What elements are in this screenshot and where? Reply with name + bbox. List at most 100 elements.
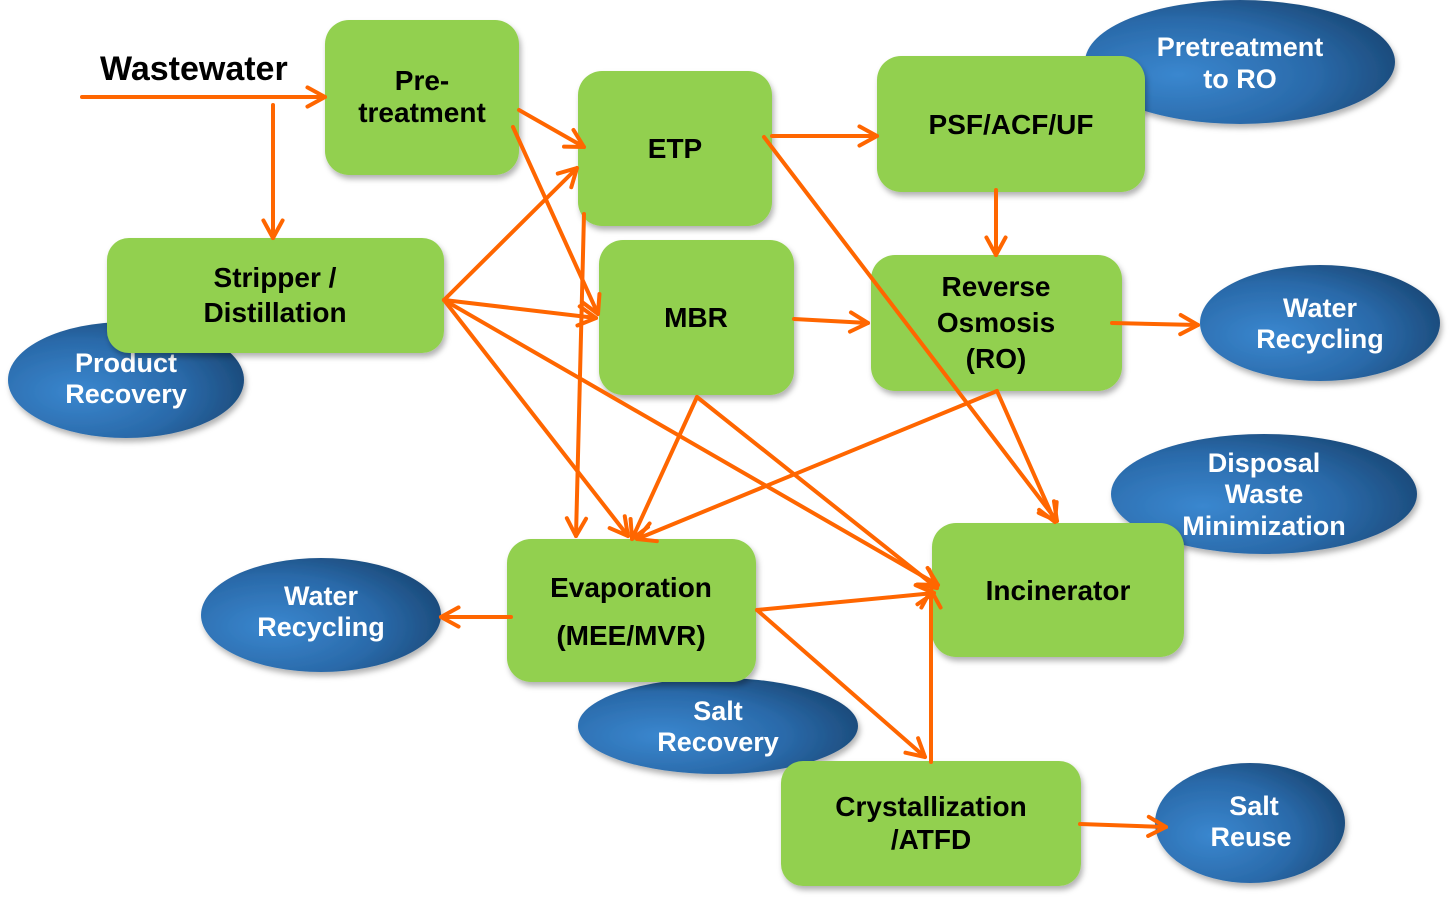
box-label-line: Evaporation	[550, 572, 712, 603]
box-label-line: treatment	[358, 97, 486, 128]
ellipse-label-line: to RO	[1203, 64, 1277, 94]
ellipse-shape	[1155, 763, 1345, 883]
arrow-psf-acf-uf-to-ro	[984, 188, 1008, 257]
box-shape	[781, 761, 1081, 886]
arrowhead-icon	[575, 304, 598, 328]
ellipse-pretreatment-to-ro[interactable]: Pretreatment to RO	[1085, 0, 1395, 124]
arrow-crystallization-to-incinerator	[919, 588, 943, 764]
arrowhead-icon	[857, 124, 879, 148]
arrowhead-icon	[261, 218, 285, 240]
arrow-line	[755, 608, 927, 759]
box-label-line: Distillation	[203, 297, 346, 328]
arrowhead-icon	[903, 736, 927, 759]
arrowhead-icon	[1178, 313, 1200, 337]
ellipse-label-line: Recovery	[657, 727, 779, 757]
ellipse-water-recycling-ro[interactable]: Water Recycling	[1200, 265, 1440, 381]
box-label-line: Osmosis	[937, 307, 1055, 338]
box-shape	[932, 523, 1184, 657]
arrow-line	[630, 395, 699, 541]
ellipse-label-line: Recycling	[1256, 324, 1384, 354]
ellipse-water-recycling-evaporation[interactable]: Water Recycling	[201, 558, 441, 672]
arrow-wastewater-to-stripper	[261, 103, 285, 240]
arrowhead-icon	[607, 514, 630, 538]
box-evaporation[interactable]: Evaporation (MEE/MVR)	[507, 539, 756, 682]
box-label-line: (RO)	[966, 343, 1027, 374]
ellipse-label-line: Salt	[1229, 791, 1279, 821]
ellipse-label-line: Disposal	[1208, 448, 1321, 478]
ellipse-shape	[1111, 434, 1417, 554]
arrow-line	[442, 166, 579, 302]
ellipse-salt-reuse[interactable]: Salt Reuse	[1155, 763, 1345, 883]
arrow-line	[995, 389, 1057, 524]
box-shape	[599, 240, 794, 395]
process-nodes: Pre- treatment ETP PSF/ACF/UF Stripper /…	[107, 20, 1184, 886]
arrow-ro-to-water-recycling-ro	[1110, 313, 1200, 337]
box-label-line: /ATFD	[891, 824, 971, 855]
arrow-line	[442, 298, 630, 538]
arrowhead-icon	[1037, 500, 1059, 524]
box-reverse-osmosis[interactable]: Reverse Osmosis (RO)	[871, 255, 1122, 391]
box-shape	[507, 539, 756, 682]
box-shape	[578, 71, 772, 226]
ellipse-label-line: Waste	[1225, 479, 1304, 509]
arrowhead-icon	[919, 588, 943, 610]
box-label-line: Crystallization	[835, 791, 1026, 822]
arrow-etp-to-psf-acf-uf	[770, 124, 879, 148]
arrow-line	[762, 135, 1059, 523]
arrow-stripper-to-etp	[442, 166, 579, 302]
box-label-line: PSF/ACF/UF	[929, 109, 1094, 140]
ellipse-salt-recovery[interactable]: Salt Recovery	[578, 678, 858, 774]
arrow-crystallization-to-salt-reuse	[1078, 814, 1168, 838]
arrow-wastewater-to-pretreatment	[80, 85, 327, 109]
ellipse-label-line: Recovery	[65, 379, 187, 409]
ellipse-label-line: Pretreatment	[1157, 32, 1324, 62]
arrow-line	[792, 317, 870, 325]
ellipse-label-line: Water	[1283, 293, 1358, 323]
arrow-mbr-to-ro	[792, 310, 870, 334]
ellipse-shape	[201, 558, 441, 672]
box-pretreatment[interactable]: Pre- treatment	[325, 20, 519, 175]
arrow-ro-to-evaporation	[635, 389, 999, 544]
outcome-nodes: Pretreatment to RO Product Recovery Wate…	[8, 0, 1440, 883]
arrow-line	[635, 389, 999, 541]
box-shape	[107, 238, 444, 353]
arrow-evaporation-to-water-recycling-evap	[439, 605, 513, 629]
box-psf-acf-uf[interactable]: PSF/ACF/UF	[877, 56, 1145, 192]
arrow-line	[442, 298, 940, 587]
arrowhead-icon	[555, 166, 579, 190]
arrow-line	[695, 395, 939, 590]
arrow-line	[755, 591, 936, 612]
arrowhead-icon	[562, 127, 586, 149]
box-stripper-distillation[interactable]: Stripper / Distillation	[107, 238, 444, 353]
ellipse-label-line: Salt	[693, 696, 743, 726]
arrow-stripper-to-evaporation	[442, 298, 630, 538]
box-incinerator[interactable]: Incinerator	[932, 523, 1184, 657]
arrow-stripper-to-mbr	[442, 298, 598, 328]
arrow-line	[442, 298, 598, 320]
arrow-ro-to-incinerator	[995, 389, 1059, 524]
ellipse-shape	[1085, 0, 1395, 124]
box-mbr[interactable]: MBR	[599, 240, 794, 395]
ellipse-disposal-waste-minimization[interactable]: Disposal Waste Minimization	[1111, 434, 1417, 554]
arrowhead-icon	[580, 292, 602, 316]
box-label-line: MBR	[664, 302, 728, 333]
arrowhead-icon	[439, 605, 461, 629]
arrow-line	[1110, 321, 1200, 327]
arrow-mbr-to-incinerator	[695, 395, 939, 590]
arrowhead-icon	[305, 85, 327, 109]
ellipse-label-line: Water	[284, 581, 359, 611]
ellipse-label-line: Reuse	[1210, 822, 1291, 852]
box-label-line: Reverse	[942, 271, 1051, 302]
arrow-line	[1078, 822, 1168, 829]
box-shape	[877, 56, 1145, 192]
ellipse-label-line: Recycling	[257, 612, 385, 642]
box-crystallization-atfd[interactable]: Crystallization /ATFD	[781, 761, 1081, 886]
arrow-evaporation-to-incinerator	[755, 583, 936, 612]
arrow-line	[517, 108, 586, 149]
ellipse-shape	[1200, 265, 1440, 381]
flow-arrows	[80, 85, 1200, 838]
box-label-line: ETP	[648, 133, 702, 164]
arrowhead-icon	[915, 567, 939, 590]
box-etp[interactable]: ETP	[578, 71, 772, 226]
